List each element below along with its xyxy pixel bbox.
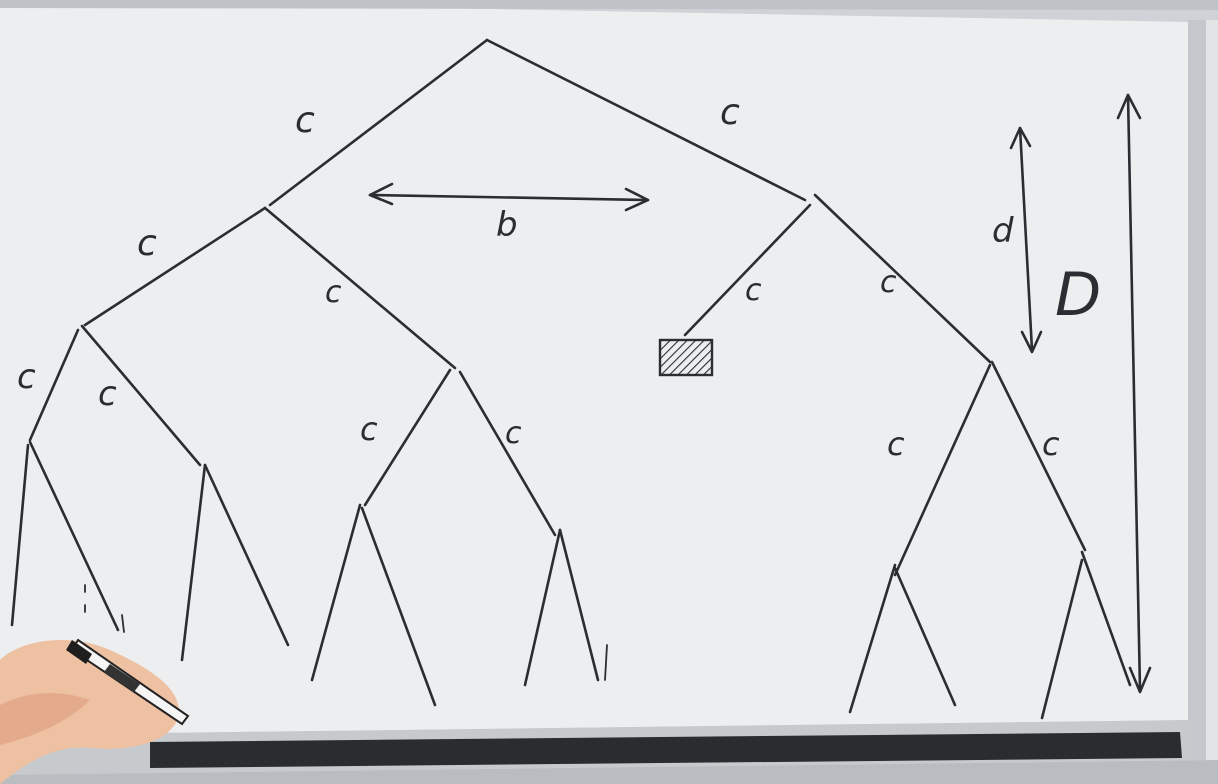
edge-d3-10 xyxy=(893,566,957,707)
label-c: c xyxy=(295,100,315,141)
edge-d3-7 xyxy=(523,528,562,687)
edge-d3-4 xyxy=(203,463,290,647)
edge-l1-left xyxy=(83,206,267,327)
arrowhead-up xyxy=(1116,93,1142,120)
edge-r1-right xyxy=(813,193,992,364)
leaf-tick-left xyxy=(121,614,125,633)
edge-rr-left xyxy=(893,363,992,577)
arrowhead-down xyxy=(1020,330,1043,354)
edge-d3-12 xyxy=(1080,550,1132,687)
search-tree xyxy=(10,38,1132,720)
label-c: c xyxy=(720,92,740,133)
arrowhead-down xyxy=(1128,666,1152,694)
edge-lr-right xyxy=(458,370,557,537)
marker-tray xyxy=(150,732,1182,768)
edge-lr-left xyxy=(363,368,452,507)
edge-l1-right xyxy=(263,206,457,370)
label-c: c xyxy=(325,275,342,310)
label-c: c xyxy=(360,410,378,448)
arrowhead-right xyxy=(624,187,650,212)
branching-label: b xyxy=(496,205,518,245)
goal-node xyxy=(658,338,714,377)
max-depth-label: D xyxy=(1055,260,1101,330)
edge-d3-5 xyxy=(310,503,362,682)
leaf-tick-right xyxy=(604,644,608,681)
edge-labels: c c c c c c c c c c c c xyxy=(17,92,1060,463)
marker-icon xyxy=(66,638,190,726)
board-right-frame xyxy=(1188,20,1210,760)
arrowhead-left xyxy=(368,182,394,206)
solution-depth-label: d xyxy=(992,211,1014,251)
edge-d3-1 xyxy=(10,443,30,627)
edge-d3-8 xyxy=(558,528,600,682)
edge-root-left xyxy=(268,38,489,207)
hatched-square-icon xyxy=(658,338,714,377)
floor-strip xyxy=(0,760,1218,784)
arrowhead-up xyxy=(1009,126,1032,150)
edge-r1-left xyxy=(683,203,812,337)
next-board-edge xyxy=(1206,20,1218,784)
label-c: c xyxy=(505,416,522,451)
depth-D-arrow xyxy=(1116,93,1152,694)
edge-ll-left xyxy=(28,328,80,442)
edge-d3-6 xyxy=(360,506,437,707)
branching-arrow xyxy=(368,182,650,212)
edge-d3-9 xyxy=(848,563,897,714)
edge-d3-3 xyxy=(180,463,207,662)
label-c: c xyxy=(17,357,36,397)
edge-rr-right xyxy=(990,360,1087,552)
depth-d-arrow xyxy=(1009,126,1043,354)
board-top-frame xyxy=(0,0,1218,10)
whiteboard-surface xyxy=(0,0,1192,735)
label-c: c xyxy=(887,425,905,463)
label-c: c xyxy=(1042,425,1060,463)
label-c: c xyxy=(98,374,117,414)
edge-d3-11 xyxy=(1040,558,1084,720)
label-c: c xyxy=(745,273,762,308)
label-c: c xyxy=(880,265,897,300)
edge-root-right xyxy=(485,38,807,202)
label-c: c xyxy=(137,223,157,264)
edge-d3-2 xyxy=(28,440,120,632)
edge-ll-right xyxy=(80,324,202,467)
hand-icon xyxy=(0,639,179,784)
